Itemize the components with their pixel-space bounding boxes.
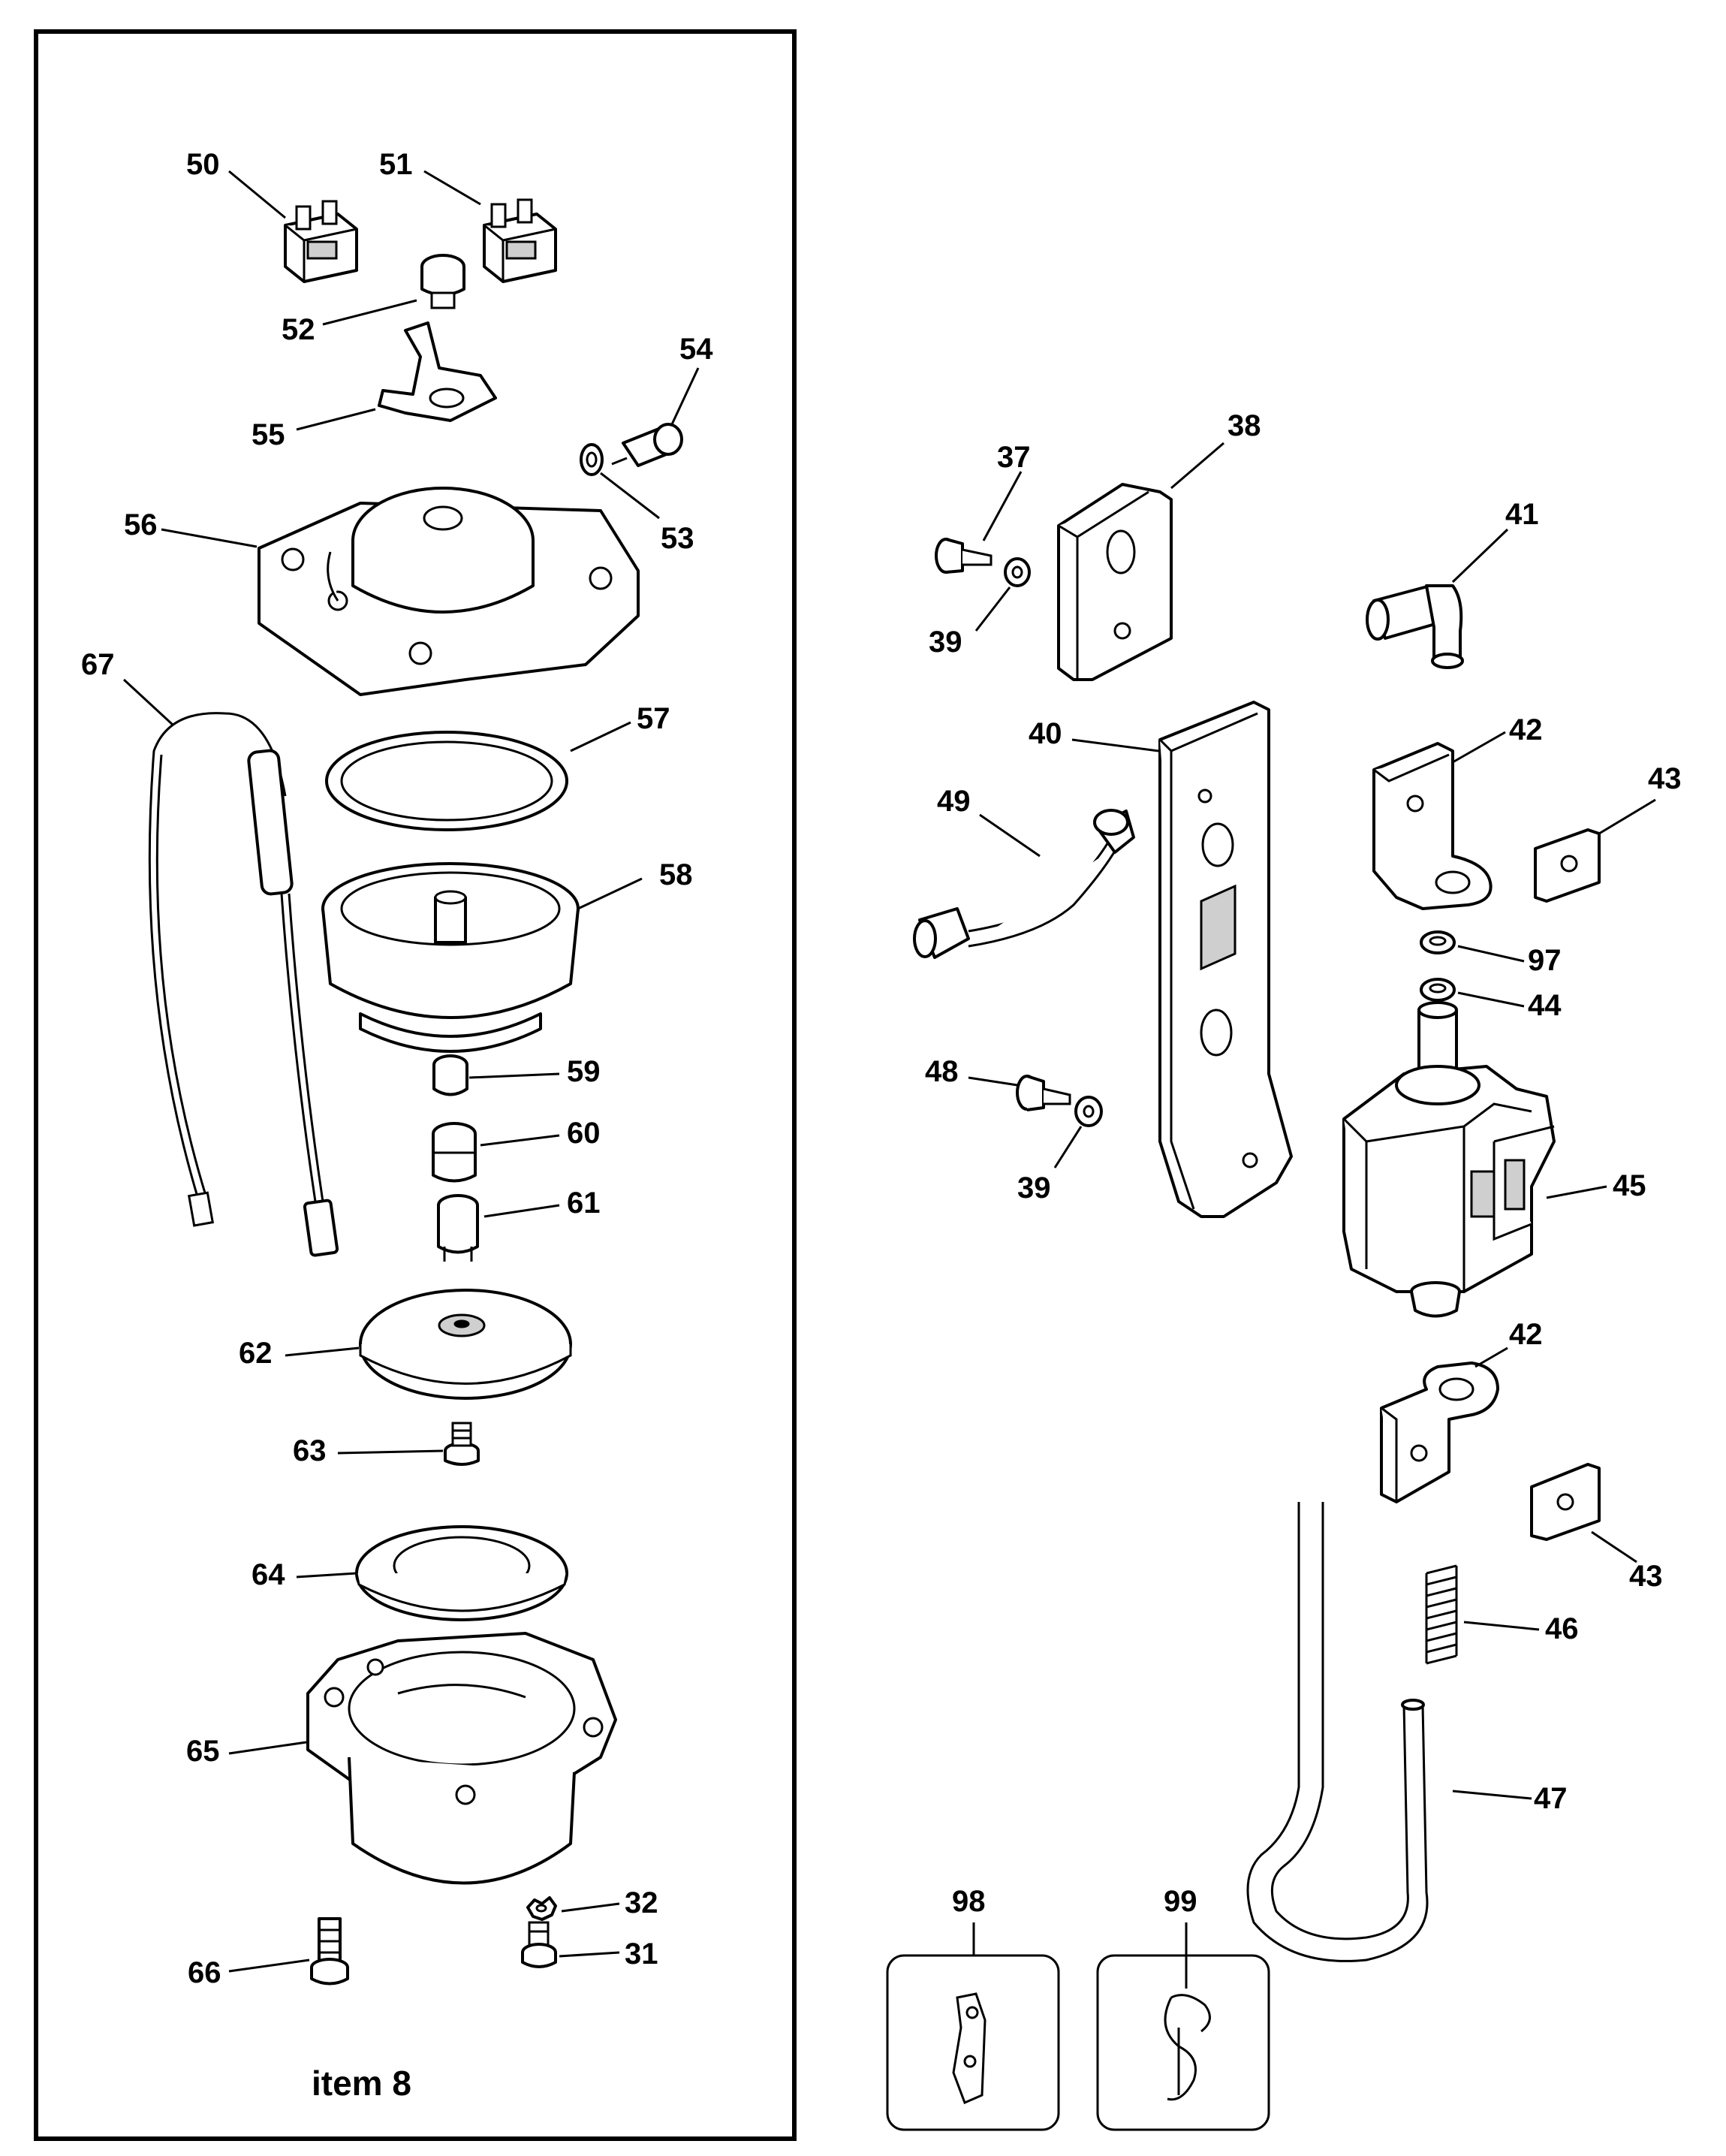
part-50-connector: [284, 200, 358, 283]
part-98-inset: [886, 1922, 1060, 2131]
callout-57: 57: [637, 702, 670, 735]
part-60-valve: [432, 1122, 477, 1183]
callout-37: 37: [997, 441, 1031, 474]
part-46-spring: [1425, 1564, 1458, 1665]
part-63-screw: [444, 1422, 480, 1466]
callout-49: 49: [937, 785, 971, 818]
part-45-solenoid-pump: [1342, 1001, 1556, 1318]
callout-63: 63: [293, 1434, 327, 1467]
callout-64: 64: [252, 1558, 285, 1591]
part-39-washer-upper: [1004, 557, 1031, 587]
part-64-gasket: [355, 1525, 568, 1621]
callout-53: 53: [661, 522, 694, 555]
part-39-washer-lower: [1074, 1096, 1103, 1127]
part-51-connector: [483, 198, 557, 283]
part-42-bracket-upper: [1372, 742, 1493, 910]
part-57-o-ring: [325, 731, 568, 831]
callout-50: 50: [186, 148, 220, 181]
part-47-bent-hose: [1246, 1502, 1429, 1962]
part-49-hose: [913, 809, 1135, 959]
callout-31: 31: [625, 1937, 658, 1971]
part-44-washer: [1420, 978, 1456, 1002]
part-53-washer: [580, 443, 604, 476]
part-43-clip-lower: [1530, 1463, 1601, 1541]
part-97-washer: [1420, 930, 1456, 954]
callout-43-lower: 43: [1629, 1560, 1663, 1593]
callout-66: 66: [188, 1956, 221, 1989]
part-40-long-plate: [1158, 701, 1293, 1218]
callout-39-lower: 39: [1017, 1171, 1051, 1205]
part-65-pump-base: [306, 1632, 617, 1885]
part-41-elbow-fitting: [1366, 584, 1464, 669]
callout-44: 44: [1528, 989, 1562, 1022]
part-67-wire-harness: [148, 712, 339, 1257]
part-31-screw: [521, 1921, 557, 1968]
callout-32: 32: [625, 1886, 658, 1919]
callout-59: 59: [567, 1055, 601, 1088]
callout-45: 45: [1613, 1169, 1646, 1202]
part-59-fitting: [432, 1054, 468, 1096]
part-48-screw: [1016, 1075, 1071, 1111]
callout-48: 48: [925, 1055, 959, 1088]
callout-99: 99: [1164, 1885, 1197, 1918]
item-8-frame: [34, 29, 797, 2141]
callout-54: 54: [679, 333, 713, 366]
callout-98: 98: [952, 1885, 986, 1918]
callout-46: 46: [1545, 1612, 1579, 1645]
callout-42-upper: 42: [1509, 713, 1543, 746]
part-43-clip-upper: [1534, 828, 1601, 903]
callout-65: 65: [186, 1735, 220, 1768]
callout-38: 38: [1227, 409, 1261, 442]
callout-43-upper: 43: [1648, 762, 1682, 795]
callout-47: 47: [1534, 1782, 1568, 1815]
callout-56: 56: [124, 508, 158, 541]
callout-39-upper: 39: [929, 626, 962, 659]
part-56-pump-cover: [258, 487, 640, 696]
callout-41: 41: [1505, 498, 1539, 531]
callout-51: 51: [379, 148, 413, 181]
part-37-screw: [935, 538, 993, 574]
part-99-inset: [1096, 1922, 1270, 2131]
callout-60: 60: [567, 1117, 601, 1150]
part-38-mounting-plate: [1057, 483, 1173, 681]
part-62-diaphragm: [359, 1289, 572, 1400]
callout-61: 61: [567, 1187, 601, 1220]
part-42-bracket-lower: [1380, 1361, 1499, 1503]
part-58-pump-body: [321, 862, 580, 1053]
item-8-caption: item 8: [312, 2064, 411, 2103]
part-61-valve: [437, 1194, 479, 1262]
callout-62: 62: [239, 1337, 273, 1370]
part-55-bracket-clip: [378, 321, 497, 422]
callout-42-lower: 42: [1509, 1318, 1543, 1351]
callout-55: 55: [252, 418, 285, 451]
part-52-nut: [420, 254, 465, 309]
callout-67: 67: [81, 648, 115, 681]
callout-40: 40: [1029, 717, 1062, 750]
part-54-fitting: [611, 423, 683, 467]
callout-97: 97: [1528, 944, 1562, 977]
part-66-screw: [310, 1917, 349, 1986]
part-32-star-washer: [526, 1896, 557, 1921]
callout-52: 52: [282, 313, 315, 346]
callout-58: 58: [659, 858, 693, 891]
